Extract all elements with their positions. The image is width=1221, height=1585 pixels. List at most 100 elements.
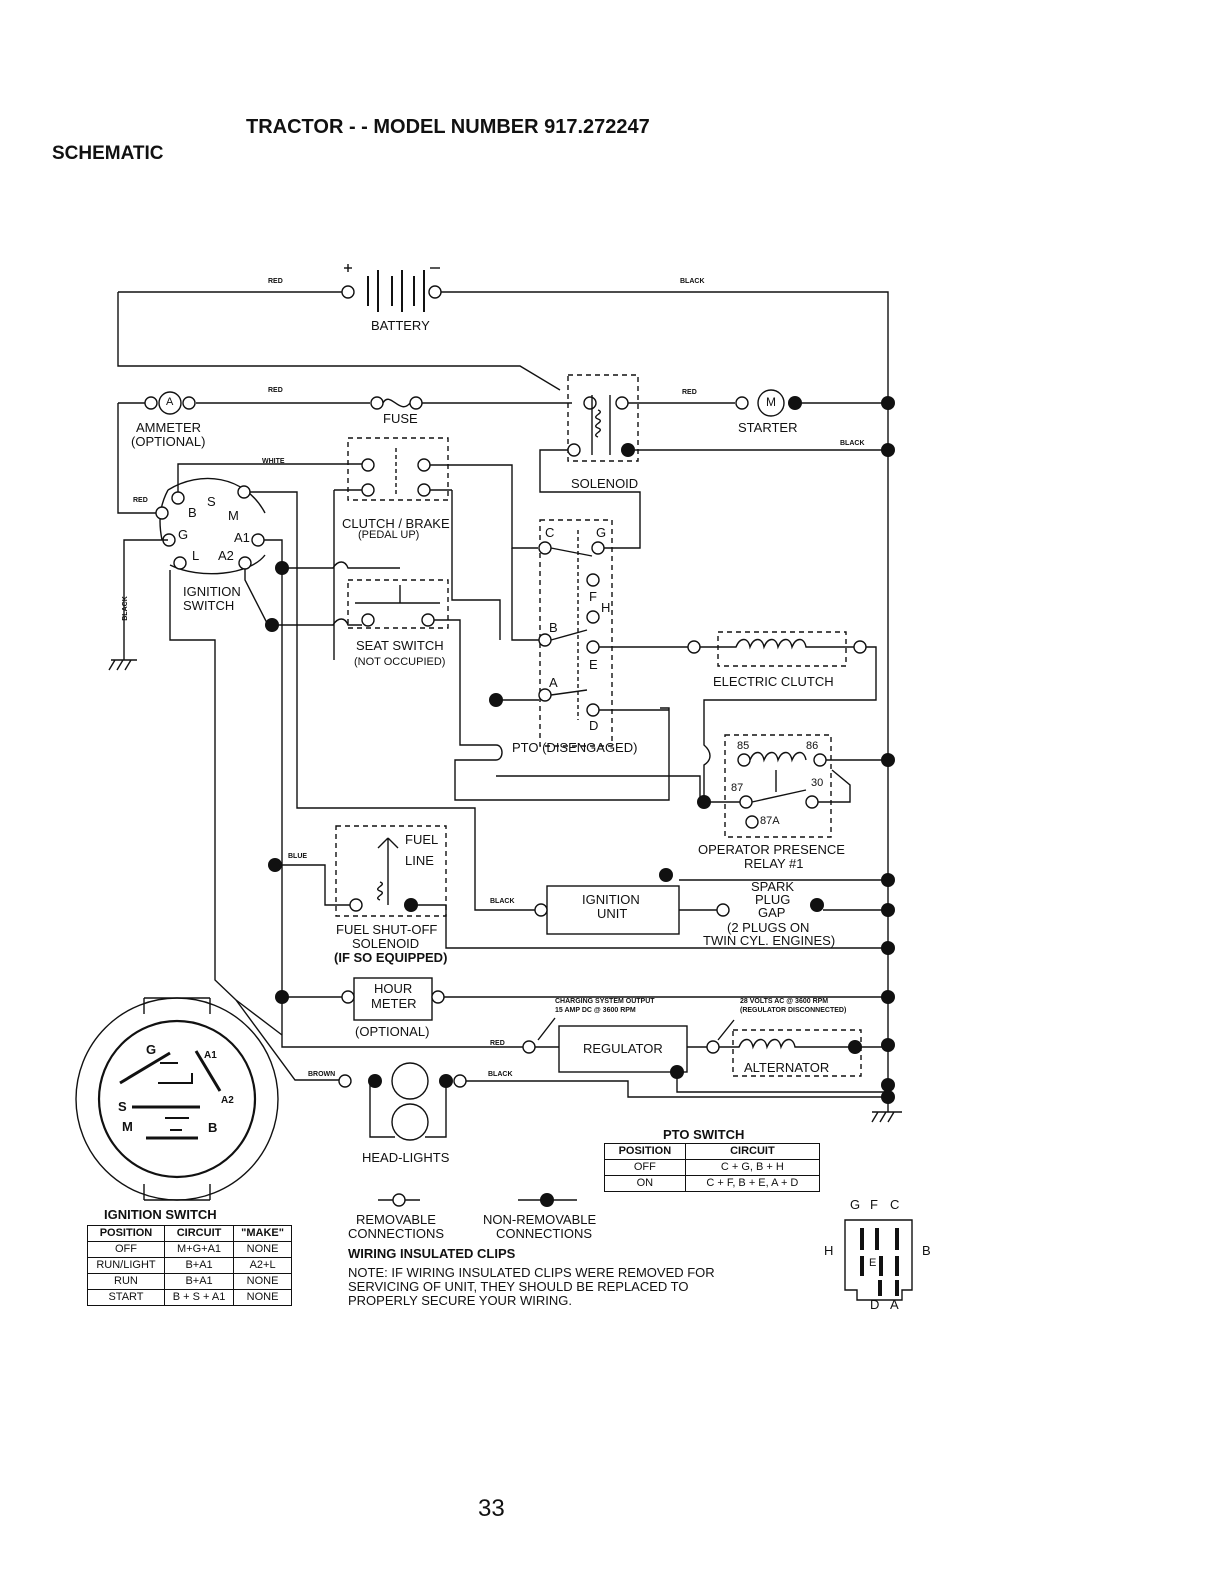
face-terminal-a2: A2 <box>221 1095 234 1106</box>
table-cell: M+G+A1 <box>163 1241 235 1258</box>
ammeter-optional: (OPTIONAL) <box>131 434 206 449</box>
legend-removable: REMOVABLE <box>356 1212 436 1227</box>
wire-black-label: BLACK <box>840 440 865 447</box>
page-number: 33 <box>478 1495 505 1522</box>
clips-note: NOTE: IF WIRING INSULATED CLIPS WERE REM… <box>348 1265 715 1280</box>
relay-terminal-86: 86 <box>806 740 819 752</box>
legend-removable: CONNECTIONS <box>348 1226 445 1241</box>
page-title: TRACTOR - - MODEL NUMBER 917.272247 <box>246 116 650 138</box>
plug-terminal-a: A <box>890 1297 899 1312</box>
face-terminal-m: M <box>122 1119 133 1134</box>
face-terminal-b: B <box>208 1120 218 1135</box>
clips-title: WIRING INSULATED CLIPS <box>348 1246 516 1261</box>
plug-terminal-c: C <box>890 1197 900 1212</box>
ign-terminal-a1: A1 <box>234 530 250 545</box>
wire-black-label: BLACK <box>121 596 129 621</box>
battery-label: BATTERY <box>371 318 430 333</box>
table-header: POSITION <box>87 1225 165 1242</box>
wire-black-label: BLACK <box>490 898 515 905</box>
table-cell: RUN/LIGHT <box>87 1257 165 1274</box>
face-terminal-s: S <box>118 1099 127 1114</box>
starter-terminal: M <box>766 395 776 409</box>
alternator-volts-label: 28 VOLTS AC @ 3600 RPM <box>740 998 829 1005</box>
pto-terminal-d: D <box>589 718 599 733</box>
wire-black-label: BLACK <box>680 278 705 285</box>
wire-red-label: RED <box>490 1040 505 1047</box>
wire-red-label: RED <box>682 389 697 396</box>
hour-meter-label: (OPTIONAL) <box>355 1024 430 1039</box>
ignition-switch-label: SWITCH <box>183 598 235 613</box>
ammeter-label: AMMETER <box>136 420 201 435</box>
pto-terminal-c: C <box>545 525 555 540</box>
table-cell: OFF <box>604 1159 686 1176</box>
relay-terminal-87: 87 <box>731 782 744 794</box>
ammeter-terminal: A <box>166 396 174 408</box>
wire-white-label: WHITE <box>262 458 285 465</box>
pto-terminal-h: H <box>601 600 611 615</box>
alternator-volts-label: (REGULATOR DISCONNECTED) <box>740 1007 847 1014</box>
fuel-line-label: FUEL <box>405 832 439 847</box>
regulator-label: REGULATOR <box>583 1041 663 1056</box>
wire-red-label: RED <box>268 278 283 285</box>
plug-terminal-f: F <box>870 1197 878 1212</box>
plug-terminal-h: H <box>824 1243 834 1258</box>
charging-output-label: 15 AMP DC @ 3600 RPM <box>555 1007 636 1014</box>
wire-brown-label: BROWN <box>308 1071 336 1078</box>
hour-meter-label: HOUR <box>374 981 413 996</box>
pto-terminal-e: E <box>589 657 598 672</box>
table-cell: NONE <box>233 1289 292 1306</box>
ign-terminal-a2: A2 <box>218 548 234 563</box>
wire-black-label: BLACK <box>488 1071 513 1078</box>
starter-label: STARTER <box>738 420 798 435</box>
table-cell: RUN <box>87 1273 165 1290</box>
hour-meter-label: METER <box>371 996 417 1011</box>
plug-terminal-g: G <box>850 1197 861 1212</box>
relay-terminal-85: 85 <box>737 740 750 752</box>
legend-non-removable: CONNECTIONS <box>496 1226 593 1241</box>
pedal-up-label: (PEDAL UP) <box>358 529 420 541</box>
electric-clutch-label: ELECTRIC CLUTCH <box>713 674 834 689</box>
spark-plug-label: PLUG <box>755 892 791 907</box>
table-row: ON C + F, B + E, A + D <box>604 1175 821 1192</box>
ignition-switch-table: POSITION CIRCUIT "MAKE" OFF M+G+A1 NONE … <box>87 1225 292 1306</box>
fuse-label: FUSE <box>383 411 418 426</box>
wire-red-label: RED <box>133 497 148 504</box>
pto-label: PTO (DISENGAGED) <box>512 740 638 755</box>
table-cell: C + F, B + E, A + D <box>684 1175 821 1192</box>
solenoid-label: SOLENOID <box>571 476 639 491</box>
table-cell: C + G, B + H <box>684 1159 821 1176</box>
fuel-solenoid-label: FUEL SHUT-OFF <box>336 922 438 937</box>
relay-terminal-30: 30 <box>811 777 824 789</box>
ignition-switch-label: IGNITION <box>183 584 241 599</box>
table-cell: OFF <box>87 1241 165 1258</box>
ign-terminal-b: B <box>188 505 197 520</box>
charging-output-label: CHARGING SYSTEM OUTPUT <box>555 998 655 1005</box>
fuel-solenoid-label: (IF SO EQUIPPED) <box>334 950 448 965</box>
wire-blue-label: BLUE <box>288 853 308 860</box>
table-cell: NONE <box>233 1273 292 1290</box>
table-header: CIRCUIT <box>163 1225 235 1242</box>
table-cell: NONE <box>233 1241 292 1258</box>
spark-plug-label: SPARK <box>751 879 795 894</box>
table-cell: B + S + A1 <box>163 1289 235 1306</box>
pto-switch-table: POSITION CIRCUIT OFF C + G, B + H ON C +… <box>604 1143 821 1192</box>
ign-terminal-l: L <box>192 548 200 563</box>
table-cell: B+A1 <box>163 1257 235 1274</box>
alternator-label: ALTERNATOR <box>744 1060 830 1075</box>
ign-terminal-g: G <box>178 527 189 542</box>
relay-label: OPERATOR PRESENCE <box>698 842 845 857</box>
table-header: POSITION <box>604 1143 686 1160</box>
plug-terminal-d: D <box>870 1297 880 1312</box>
headlights-label: HEAD-LIGHTS <box>362 1150 450 1165</box>
wire-red-label: RED <box>268 387 283 394</box>
table-row: START B + S + A1 NONE <box>87 1289 292 1306</box>
ignition-switch-caption: IGNITION SWITCH <box>104 1207 217 1222</box>
face-terminal-g: G <box>146 1042 157 1057</box>
table-row: RUN/LIGHT B+A1 A2+L <box>87 1257 292 1274</box>
table-cell: B+A1 <box>163 1273 235 1290</box>
not-occupied-label: (NOT OCCUPIED) <box>354 656 446 668</box>
table-cell: A2+L <box>233 1257 292 1274</box>
plug-terminal-e: E <box>869 1257 877 1269</box>
table-row: OFF M+G+A1 NONE <box>87 1241 292 1258</box>
